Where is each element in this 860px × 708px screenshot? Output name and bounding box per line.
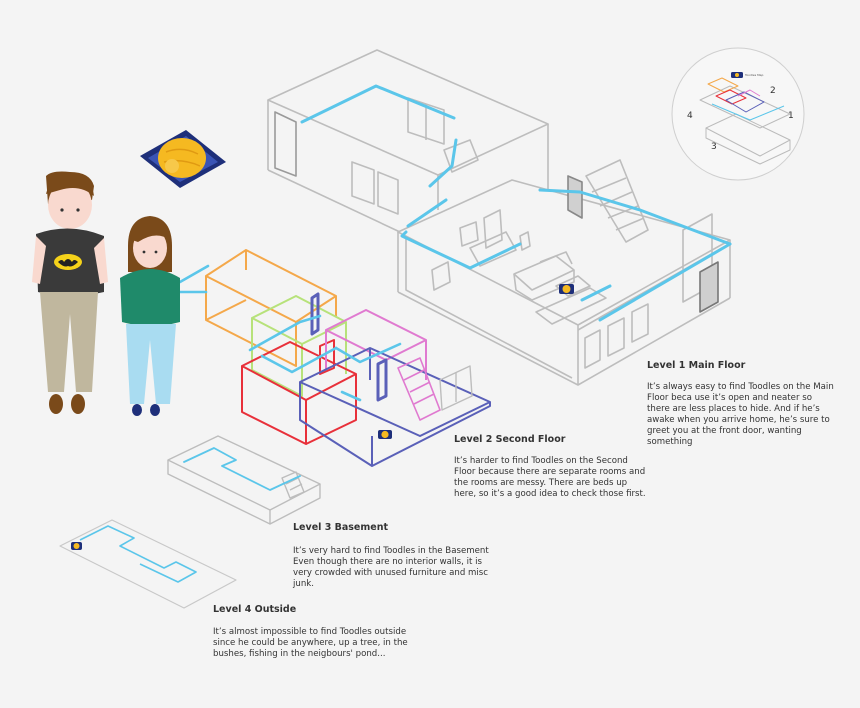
level-2-title: Level 2 Second Floor <box>454 434 566 445</box>
main-floor-path <box>300 84 732 322</box>
second-floor-rooms <box>205 249 491 467</box>
outside-sketch <box>59 519 237 609</box>
person-man-icon <box>32 171 108 414</box>
level-4-description: It’s almost impossible to find Toodles o… <box>213 627 408 659</box>
level-4-title: Level 4 Outside <box>213 604 297 615</box>
level-3-title: Level 3 Basement <box>293 522 389 533</box>
level-1-description: It’s always easy to find Toodles on the … <box>647 382 834 447</box>
cat-on-cushion-icon <box>140 130 226 188</box>
level-3-description: It’s very hard to find Toodles in the Ba… <box>293 546 489 589</box>
mini-map-label-1: 1 <box>788 111 794 121</box>
level-2-description: It’s harder to find Toodles on the Secon… <box>454 456 646 499</box>
cat-icon-main-floor <box>559 284 574 294</box>
basement-sketch <box>167 435 321 525</box>
cat-icon-outside <box>71 542 82 550</box>
mini-map <box>671 47 805 181</box>
person-woman-icon <box>120 216 180 416</box>
main-floor-sketch <box>267 49 731 386</box>
second-floor-path <box>176 264 402 402</box>
mini-map-label-4: 4 <box>687 111 693 121</box>
basement-path <box>183 447 301 491</box>
level-1-title: Level 1 Main Floor <box>647 360 746 371</box>
mini-map-label-3: 3 <box>711 142 717 152</box>
cat-icon-second-floor <box>378 430 392 439</box>
mini-map-label-2: 2 <box>770 86 776 96</box>
outside-path <box>79 525 197 583</box>
mini-map-title: Toodles Map <box>745 73 764 77</box>
